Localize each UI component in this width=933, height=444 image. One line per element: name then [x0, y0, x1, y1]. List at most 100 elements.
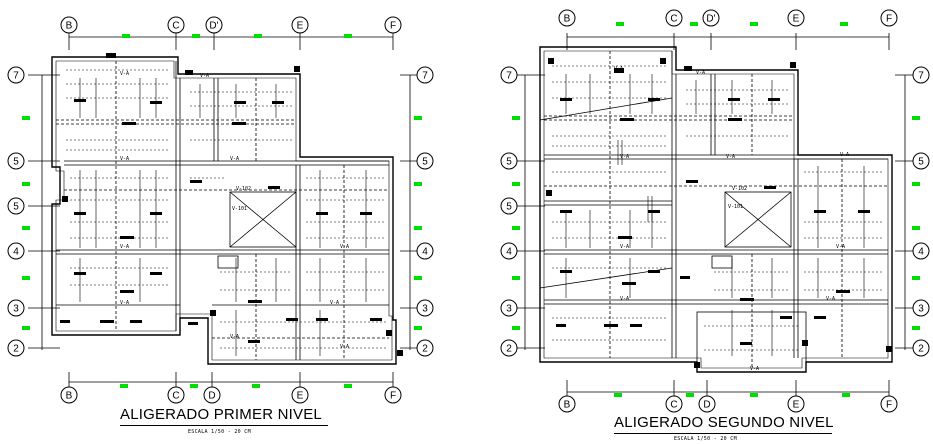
- grid-bubble: [880, 395, 898, 413]
- grid-bubble: [912, 339, 930, 357]
- grid-bubble: [60, 386, 78, 404]
- beam-label: V-A: [120, 244, 129, 250]
- dimension-markers: [22, 22, 920, 397]
- grid-label: 3: [506, 304, 512, 315]
- grid-label: 3: [918, 304, 924, 315]
- grid-label: 4: [422, 247, 428, 258]
- grid-label: E: [793, 14, 800, 25]
- beam-label: V-A: [120, 300, 129, 306]
- grid-bubble: [500, 197, 518, 215]
- beam-label: V-A: [826, 296, 835, 302]
- beam-label: V-102: [732, 186, 747, 192]
- beam-label: V-A: [120, 71, 129, 77]
- grid-label: C: [172, 391, 179, 402]
- beam-label: V-A: [696, 70, 705, 76]
- grid-bubble: [698, 395, 716, 413]
- beam-label: V-102: [236, 186, 251, 192]
- beam-label: V-A: [840, 152, 849, 158]
- grid-label: F: [390, 21, 396, 32]
- grid-bubble: [880, 9, 898, 27]
- grid-bubble: [203, 386, 221, 404]
- beam-label: V-A: [836, 244, 845, 250]
- plan-primer-nivel: [28, 33, 418, 387]
- beam-label: V-A: [230, 334, 239, 340]
- beam-label: V-A: [620, 154, 629, 160]
- grid-bubble: [416, 66, 434, 84]
- grid-label: 7: [13, 71, 19, 82]
- grid-label: D: [208, 391, 215, 402]
- plan-subtitle-primer-nivel: ESCALA 1/50 - 20 CM: [188, 429, 251, 435]
- grid-bubble: [912, 152, 930, 170]
- grid-label: 5: [422, 157, 428, 168]
- grid-label: 5: [918, 157, 924, 168]
- grid-bubble: [500, 66, 518, 84]
- grid-label: 5: [13, 202, 19, 213]
- grid-label: E: [297, 391, 304, 402]
- grid-bubble: [665, 9, 683, 27]
- grid-bubble: [384, 16, 402, 34]
- grid-bubble: [787, 395, 805, 413]
- plan-subtitle-segundo-nivel: ESCALA 1/50 - 20 CM: [674, 436, 737, 442]
- grid-bubble: [205, 16, 223, 34]
- grid-bubble: [912, 299, 930, 317]
- grid-bubble: [7, 66, 25, 84]
- grid-bubble: [500, 152, 518, 170]
- grid-bubble: [7, 197, 25, 215]
- beam-label: V-A: [620, 296, 629, 302]
- title-underline: [614, 433, 832, 434]
- grid-label: 3: [13, 304, 19, 315]
- beam-label: V-A: [120, 156, 129, 162]
- grid-bubble: [7, 152, 25, 170]
- grid-bubble: [7, 242, 25, 260]
- grid-bubble: [787, 9, 805, 27]
- plan-segundo-nivel: [512, 33, 915, 396]
- grid-bubble: [558, 395, 576, 413]
- beam-label: V-A: [726, 154, 735, 160]
- grid-label: D': [706, 14, 715, 25]
- grid-label: B: [564, 14, 571, 25]
- grid-label: 2: [422, 344, 428, 355]
- grid-bubble: [500, 299, 518, 317]
- grid-bubble: [912, 66, 930, 84]
- grid-bubble: [912, 242, 930, 260]
- beam-label: V-A: [340, 244, 349, 250]
- grid-label: 5: [506, 202, 512, 213]
- beam-label: V-A: [330, 300, 339, 306]
- grid-label: F: [390, 391, 396, 402]
- grid-bubble: [416, 152, 434, 170]
- beam-label: V-A: [620, 244, 629, 250]
- plan-title-segundo-nivel: ALIGERADO SEGUNDO NIVEL: [614, 414, 834, 431]
- grid-label: C: [670, 400, 677, 411]
- grid-label: F: [886, 14, 892, 25]
- grid-bubble: [291, 386, 309, 404]
- grid-label: 2: [506, 344, 512, 355]
- grid-bubble: [167, 386, 185, 404]
- grid-label: 2: [918, 344, 924, 355]
- grid-label: 4: [918, 247, 924, 258]
- grid-label: C: [172, 21, 179, 32]
- grid-label: 2: [13, 344, 19, 355]
- grid-bubble: [384, 386, 402, 404]
- grid-bubble: [7, 299, 25, 317]
- beam-label: V-A: [340, 344, 349, 350]
- grid-bubble: [500, 339, 518, 357]
- grid-label: F: [886, 400, 892, 411]
- beam-label: V-101: [232, 206, 247, 212]
- grid-label: 4: [506, 247, 512, 258]
- grid-label: E: [297, 21, 304, 32]
- grid-bubble: [500, 242, 518, 260]
- grid-bubble: [665, 395, 683, 413]
- grid-bubble: [416, 242, 434, 260]
- grid-label: 7: [918, 71, 924, 82]
- grid-label: 4: [13, 247, 19, 258]
- grid-label: 7: [422, 71, 428, 82]
- grid-bubble: [702, 9, 720, 27]
- beam-label: V-A: [614, 66, 623, 72]
- beam-label: V-A: [230, 156, 239, 162]
- grid-label: B: [66, 21, 73, 32]
- grid-label: B: [564, 400, 571, 411]
- grid-bubble: [7, 339, 25, 357]
- plan-title-primer-nivel: ALIGERADO PRIMER NIVEL: [120, 406, 322, 423]
